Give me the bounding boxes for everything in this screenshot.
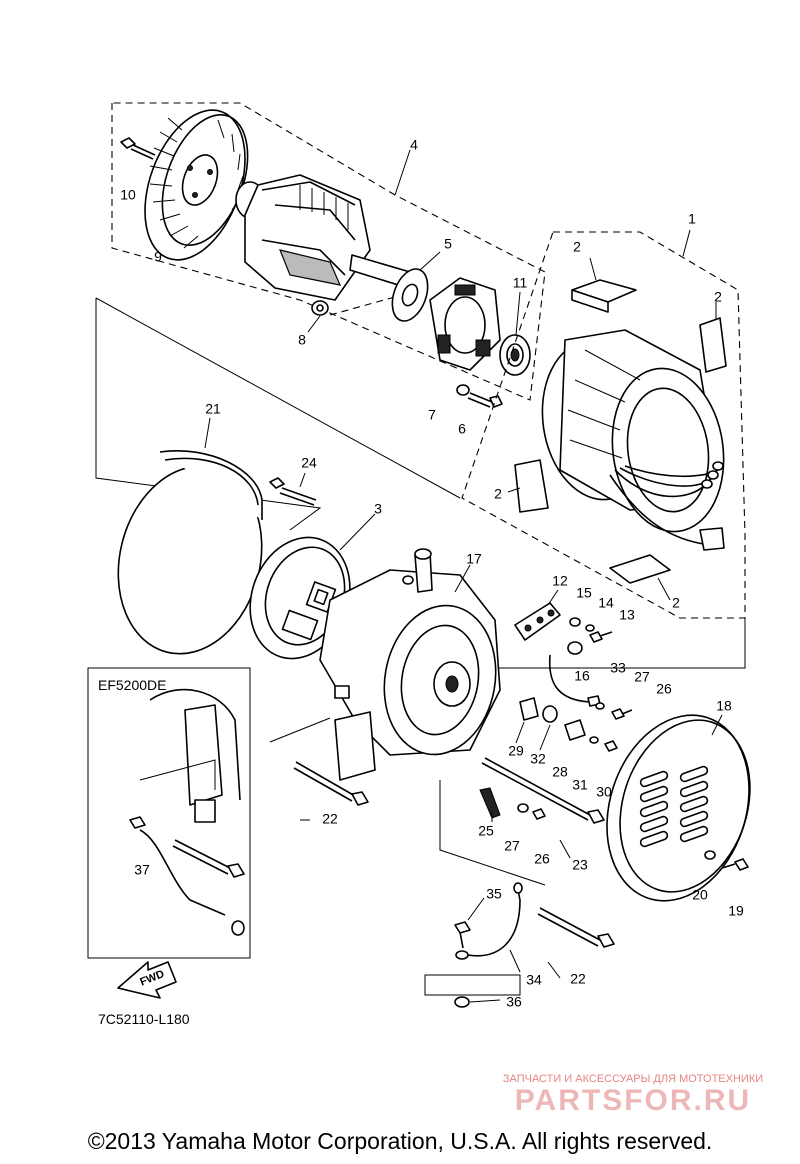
callout-24: 24 bbox=[301, 455, 317, 471]
diagram-code: 7C52110-L180 bbox=[98, 1011, 190, 1027]
generator-housing bbox=[319, 548, 501, 781]
callout-26: 26 bbox=[534, 851, 550, 867]
callout-10: 10 bbox=[120, 187, 136, 203]
callout-11: 11 bbox=[513, 275, 528, 291]
callout-5: 5 bbox=[444, 236, 452, 252]
callout-22: 22 bbox=[322, 811, 338, 827]
callout-35: 35 bbox=[486, 886, 502, 902]
watermark-subtitle: ЗАПЧАСТИ И АКСЕССУАРЫ ДЛЯ МОТОТЕХНИКИ bbox=[503, 1073, 763, 1085]
copyright-notice: ©2013 Yamaha Motor Corporation, U.S.A. A… bbox=[87, 1128, 713, 1154]
insulator-pads bbox=[507, 257, 727, 601]
callout-labels: 1 2 2 2 2 3 4 5 6 7 8 9 10 11 12 13 14 1… bbox=[120, 137, 744, 1010]
callout-27: 27 bbox=[634, 669, 650, 685]
callout-9: 9 bbox=[154, 249, 162, 265]
callout-2: 2 bbox=[714, 289, 722, 305]
fwd-arrow-icon bbox=[117, 961, 177, 999]
ef5200de-inset bbox=[87, 667, 251, 959]
mount-bolt-a bbox=[293, 761, 369, 806]
watermark-logo: PARTSFOR.RU bbox=[515, 1084, 751, 1117]
callout-26: 26 bbox=[656, 681, 672, 697]
callout-8: 8 bbox=[298, 332, 306, 348]
rear-bracket bbox=[429, 277, 501, 371]
brush-parts bbox=[519, 697, 618, 752]
callout-22: 22 bbox=[570, 971, 586, 987]
rotor bbox=[235, 174, 415, 301]
callout-23: 23 bbox=[572, 857, 588, 873]
bearing bbox=[499, 291, 531, 376]
callout-29: 29 bbox=[508, 743, 524, 759]
mount-bolt-b bbox=[537, 907, 615, 948]
callout-30: 30 bbox=[596, 784, 612, 800]
rotor-assembly-outline bbox=[111, 102, 546, 401]
callout-3: 3 bbox=[374, 501, 382, 517]
cooling-fan bbox=[144, 109, 249, 261]
fan-bolt bbox=[120, 137, 156, 160]
rotor-nut bbox=[307, 300, 329, 333]
callout-16: 16 bbox=[574, 668, 590, 684]
stator-assembly-outline bbox=[461, 229, 746, 619]
callout-2: 2 bbox=[573, 239, 581, 255]
callout-15: 15 bbox=[576, 585, 592, 601]
callout-32: 32 bbox=[530, 751, 546, 767]
callout-34: 34 bbox=[526, 972, 542, 988]
callout-33: 33 bbox=[610, 660, 626, 676]
callout-1: 1 bbox=[688, 211, 696, 227]
callout-36: 36 bbox=[506, 994, 522, 1010]
bracket-bolt bbox=[456, 384, 503, 408]
terminal-block bbox=[514, 589, 633, 720]
through-bolt bbox=[269, 472, 317, 506]
callout-19: 19 bbox=[728, 903, 744, 919]
callout-4: 4 bbox=[410, 137, 418, 153]
callout-18: 18 bbox=[716, 698, 732, 714]
callout-6: 6 bbox=[458, 421, 466, 437]
callout-37: 37 bbox=[134, 862, 150, 878]
callout-7: 7 bbox=[428, 407, 436, 423]
callout-21: 21 bbox=[205, 401, 221, 417]
callout-17: 17 bbox=[466, 551, 482, 567]
callout-leaders bbox=[300, 721, 571, 1003]
stator bbox=[541, 329, 725, 551]
watermark-logo-icon: ЗАПЧАСТИ И АКСЕССУАРЫ ДЛЯ МОТОТЕХНИКИ PA… bbox=[503, 1073, 763, 1117]
callout-13: 13 bbox=[619, 607, 635, 623]
inset-title: EF5200DE bbox=[98, 677, 166, 693]
callout-27: 27 bbox=[504, 838, 520, 854]
callout-2: 2 bbox=[672, 595, 680, 611]
callout-14: 14 bbox=[598, 595, 614, 611]
callout-28: 28 bbox=[552, 764, 568, 780]
end-cover bbox=[606, 714, 751, 902]
callout-2: 2 bbox=[494, 486, 502, 502]
housing-band bbox=[117, 417, 263, 655]
long-bolt bbox=[481, 757, 605, 824]
ground-wire bbox=[424, 882, 523, 1008]
cover-bolt bbox=[704, 850, 749, 871]
callout-20: 20 bbox=[692, 887, 708, 903]
callout-25: 25 bbox=[478, 823, 494, 839]
rotor-flange bbox=[391, 251, 441, 322]
callout-12: 12 bbox=[552, 573, 568, 589]
clip bbox=[479, 787, 546, 820]
callout-31: 31 bbox=[572, 777, 588, 793]
